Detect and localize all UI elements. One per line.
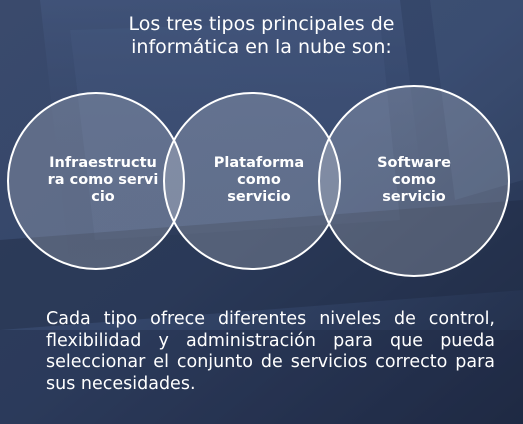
circle-label-iaas: Infraestructura como servicio	[47, 155, 159, 205]
title-line-1: Los tres tipos principales de	[128, 13, 395, 35]
circle-label-saas: Software como servicio	[377, 155, 451, 205]
description-text: Cada tipo ofrece diferentes niveles de c…	[46, 309, 495, 394]
circle-paas	[163, 92, 341, 270]
page-title: Los tres tipos principales de informátic…	[0, 13, 523, 59]
circle-label-paas: Plataforma como servicio	[213, 155, 305, 205]
circle-saas	[318, 85, 510, 277]
circle-iaas	[7, 92, 185, 270]
title-line-2: informática en la nube son:	[131, 36, 392, 58]
